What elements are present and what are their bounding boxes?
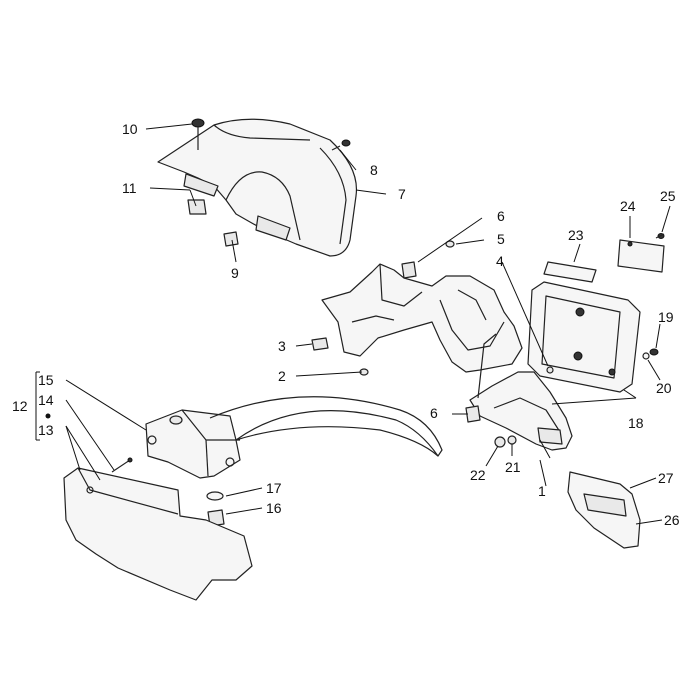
callout-15: 15 <box>38 372 54 388</box>
part-plate-frame-18 <box>527 281 641 393</box>
callout-19: 19 <box>658 309 674 325</box>
part-screw-5 <box>445 240 455 248</box>
callout-11: 11 <box>122 180 137 196</box>
callout-26: 26 <box>664 512 680 528</box>
part-washer-17 <box>206 491 224 501</box>
callout-1: 1 <box>538 483 546 499</box>
callout-21: 21 <box>505 459 521 475</box>
part-screw-25 <box>655 233 665 239</box>
callout-2: 2 <box>278 368 286 384</box>
part-rear-cover <box>157 118 358 257</box>
callout-10: 10 <box>122 121 138 137</box>
callout-6-bottom: 6 <box>430 405 438 421</box>
callout-17: 17 <box>266 480 282 496</box>
callout-23: 23 <box>568 227 584 243</box>
callout-18: 18 <box>628 415 644 431</box>
callout-9: 9 <box>231 265 239 281</box>
callout-12: 12 <box>12 398 28 414</box>
callout-20: 20 <box>656 380 672 396</box>
callout-7: 7 <box>398 186 406 202</box>
part-clip-6b <box>465 405 481 423</box>
callout-16: 16 <box>266 500 282 516</box>
part-screw-4 <box>546 366 554 374</box>
part-reflector-26 <box>567 471 641 549</box>
callout-27: 27 <box>658 470 674 486</box>
part-flap-bracket-15 <box>145 396 443 479</box>
part-clip-11 <box>187 199 207 215</box>
callout-5: 5 <box>497 231 505 247</box>
callout-labels: 1 2 3 4 5 6 6 7 8 9 10 11 12 13 14 15 16… <box>12 121 680 528</box>
callout-22: 22 <box>470 467 486 483</box>
part-pin-14 <box>111 457 133 473</box>
part-plate-24 <box>617 239 665 273</box>
part-screw-19 <box>642 348 659 360</box>
callout-24: 24 <box>620 198 636 214</box>
callout-8: 8 <box>370 162 378 178</box>
callout-14: 14 <box>38 392 54 408</box>
part-clip-6a <box>401 261 417 279</box>
part-screw-10 <box>191 118 205 150</box>
callout-4: 4 <box>496 253 504 269</box>
part-nut-21-22 <box>494 435 517 448</box>
part-nut-9 <box>223 231 239 247</box>
part-screw-8 <box>331 139 351 151</box>
callout-25: 25 <box>660 188 676 204</box>
callout-13: 13 <box>38 422 54 438</box>
leader-lines <box>35 123 671 525</box>
part-seal-23 <box>543 261 597 283</box>
callout-3: 3 <box>278 338 286 354</box>
part-license-arm <box>469 333 573 451</box>
part-mudguard-support <box>321 263 523 373</box>
callout-6-top: 6 <box>497 208 505 224</box>
part-clip-3 <box>311 337 329 351</box>
part-mudflap-13 <box>63 467 253 601</box>
